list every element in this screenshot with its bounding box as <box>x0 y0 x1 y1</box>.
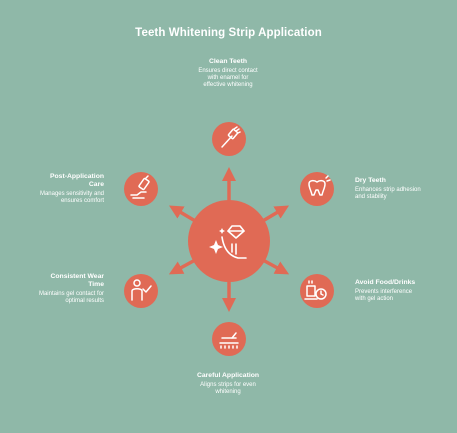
step-label-consistent-wear-time: Consistent Wear Time Maintains gel conta… <box>10 273 104 305</box>
step-node-clean-teeth <box>212 122 246 156</box>
connector-arrows <box>168 167 290 312</box>
step-label-post-application-care: Post-Application Care Manages sensitivit… <box>10 173 104 205</box>
step-title: Consistent Wear Time <box>50 273 104 288</box>
step-label-dry-teeth: Dry Teeth Enhances strip adhesion and st… <box>355 177 450 201</box>
arrow-to-post-application-care <box>168 205 199 224</box>
center-hub <box>188 200 270 282</box>
step-node-consistent-wear-time <box>124 274 158 308</box>
step-description: Maintains gel contact for optimal result… <box>38 291 104 304</box>
step-title: Careful Application <box>196 372 260 379</box>
diagram-title: Teeth Whitening Strip Application <box>135 27 322 39</box>
toothbrush-icon <box>221 126 241 148</box>
hand-bottle-icon <box>130 175 150 199</box>
person-check-icon <box>131 279 152 301</box>
step-title: Avoid Food/Drinks <box>355 279 416 286</box>
tooth-icon <box>308 175 331 196</box>
arrow-to-dry-teeth <box>259 205 290 224</box>
step-node-post-application-care <box>124 172 158 206</box>
coffee-clock-icon <box>304 280 327 300</box>
step-description: Prevents interference with gel action <box>355 289 413 302</box>
step-node-careful-application <box>212 322 246 356</box>
step-title: Dry Teeth <box>355 177 386 184</box>
hand-with-gem-icon <box>209 225 247 259</box>
step-label-clean-teeth: Clean Teeth Ensures direct contact with … <box>178 58 278 89</box>
step-label-careful-application: Careful Application Aligns strips for ev… <box>170 372 286 396</box>
hand-brush-icon <box>219 332 239 349</box>
step-title: Post-Application Care <box>50 173 104 188</box>
step-description: Enhances strip adhesion and stability <box>355 187 421 200</box>
step-description: Ensures direct contact with enamel for e… <box>198 68 258 88</box>
step-title: Clean Teeth <box>208 58 248 65</box>
step-description: Manages sensitivity and ensures comfort <box>39 191 104 204</box>
step-label-avoid-food-drinks: Avoid Food/Drinks Prevents interference … <box>355 279 450 303</box>
step-node-avoid-food-drinks <box>300 274 334 308</box>
step-description: Aligns strips for even whitening <box>200 382 256 395</box>
step-node-dry-teeth <box>300 172 334 206</box>
